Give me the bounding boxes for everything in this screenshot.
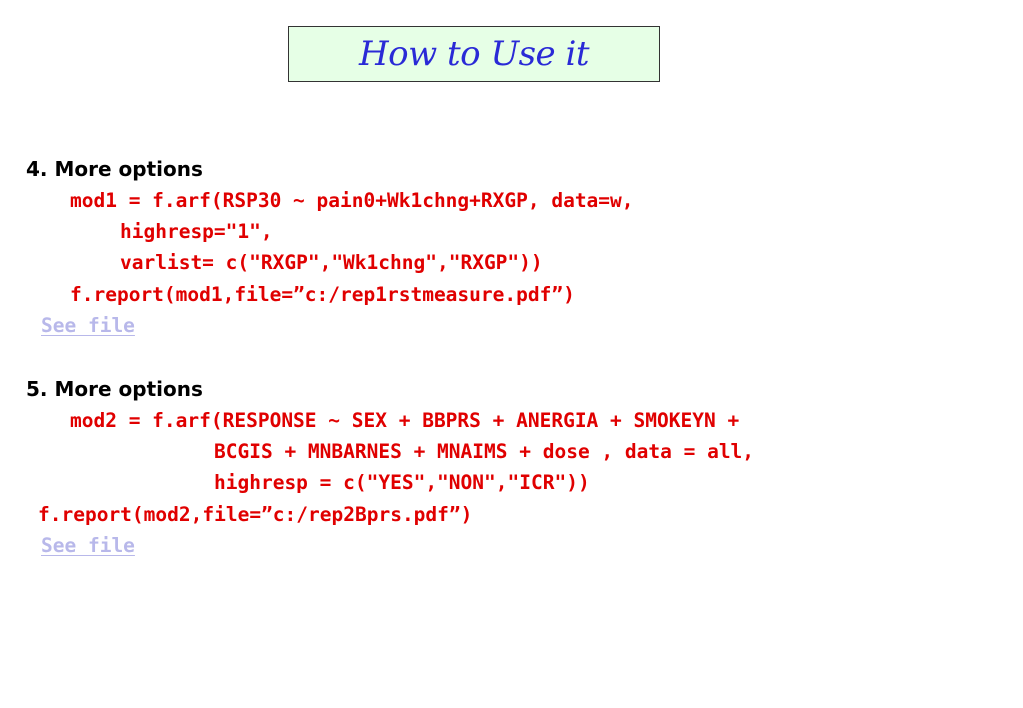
section-5-code-line-4: f.report(mod2,file=”c:/rep2Bprs.pdf”) xyxy=(38,503,473,526)
section-4-code-line-2: highresp="1", xyxy=(120,220,273,243)
section-4-see-file-link[interactable]: See file xyxy=(41,314,135,337)
section-5-heading: 5. More options xyxy=(26,377,203,401)
section-5-code-line-3: highresp = c("YES","NON","ICR")) xyxy=(214,471,590,494)
section-5-code-line-1: mod2 = f.arf(RESPONSE ~ SEX + BBPRS + AN… xyxy=(70,409,740,432)
section-4-code-line-3: varlist= c("RXGP","Wk1chng","RXGP")) xyxy=(120,251,543,274)
section-5-code-line-2: BCGIS + MNBARNES + MNAIMS + dose , data … xyxy=(214,440,755,463)
page-title: How to Use it xyxy=(358,34,590,74)
section-5-see-file-link[interactable]: See file xyxy=(41,534,135,557)
section-4-code-line-4: f.report(mod1,file=”c:/rep1rstmeasure.pd… xyxy=(70,283,575,306)
section-4-code-line-1: mod1 = f.arf(RSP30 ~ pain0+Wk1chng+RXGP,… xyxy=(70,189,634,212)
title-box: How to Use it xyxy=(288,26,660,82)
section-4-heading: 4. More options xyxy=(26,157,203,181)
